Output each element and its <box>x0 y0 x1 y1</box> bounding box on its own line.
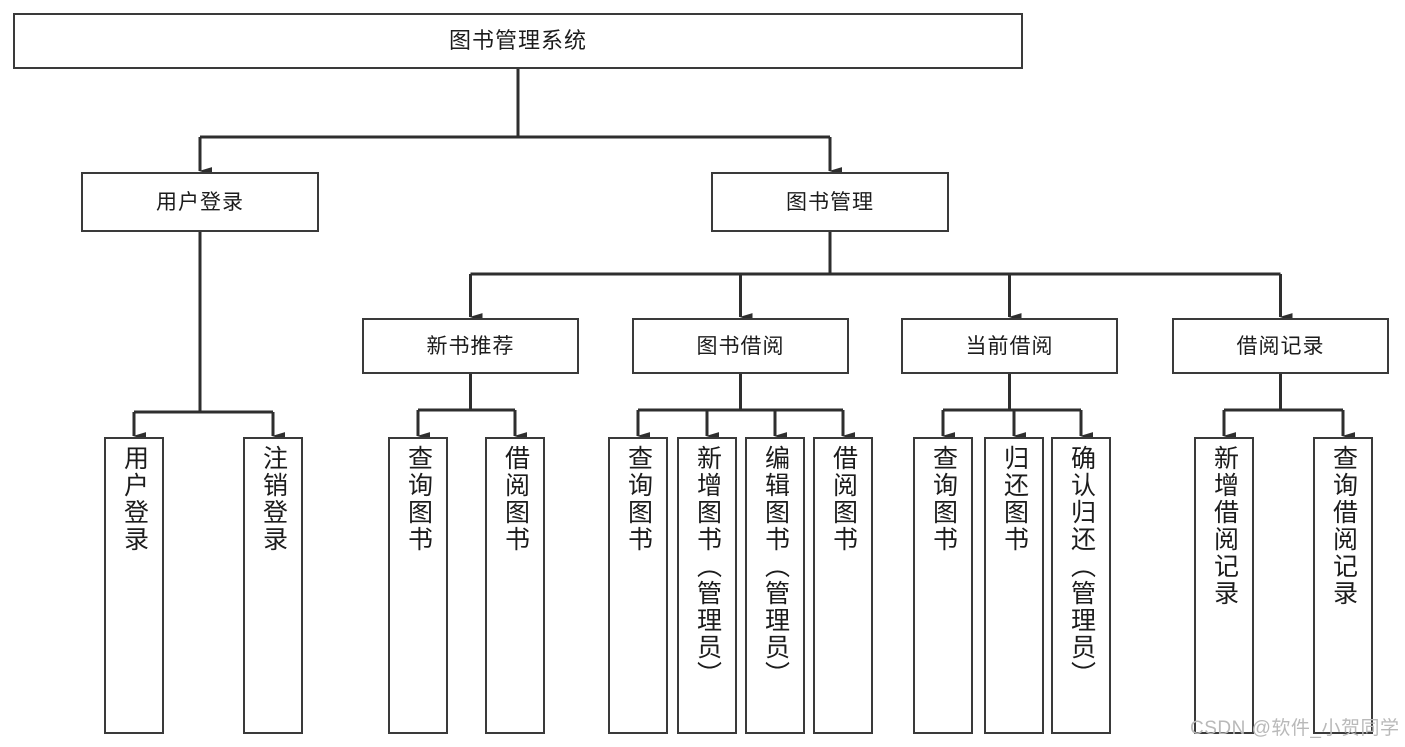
node-label-leaf-rec-query-book: 查询图书 <box>404 445 433 553</box>
node-book-borrow[interactable]: 图书借阅 <box>632 318 849 374</box>
node-label-leaf-cb-confirm-return: 确认归还（管理员） <box>1067 445 1096 688</box>
node-leaf-br-add-record[interactable]: 新增借阅记录 <box>1194 437 1254 734</box>
node-leaf-user-login[interactable]: 用户登录 <box>104 437 164 734</box>
node-label-user-login: 用户登录 <box>156 190 244 214</box>
node-label-leaf-bb-edit-book: 编辑图书（管理员） <box>761 445 790 688</box>
node-label-leaf-bb-query-book: 查询图书 <box>624 445 653 553</box>
node-label-leaf-user-login: 用户登录 <box>120 445 149 553</box>
node-leaf-rec-borrow-book[interactable]: 借阅图书 <box>485 437 545 734</box>
node-leaf-user-logout[interactable]: 注销登录 <box>243 437 303 734</box>
node-label-book-borrow: 图书借阅 <box>696 334 785 358</box>
node-label-leaf-user-logout: 注销登录 <box>259 445 288 553</box>
node-label-leaf-cb-query-book: 查询图书 <box>929 445 958 553</box>
node-label-borrow-record: 借阅记录 <box>1236 334 1325 358</box>
node-label-leaf-cb-return-book: 归还图书 <box>1000 445 1029 553</box>
node-leaf-cb-confirm-return[interactable]: 确认归还（管理员） <box>1051 437 1111 734</box>
node-label-leaf-bb-borrow-book: 借阅图书 <box>829 445 858 553</box>
node-label-leaf-br-query-record: 查询借阅记录 <box>1329 445 1358 607</box>
node-label-book-manage: 图书管理 <box>786 190 874 214</box>
node-leaf-bb-edit-book[interactable]: 编辑图书（管理员） <box>745 437 805 734</box>
node-label-leaf-bb-add-book: 新增图书（管理员） <box>693 445 722 688</box>
node-label-new-book-recommend: 新书推荐 <box>426 334 515 358</box>
node-label-current-borrow: 当前借阅 <box>965 334 1054 358</box>
node-label-root: 图书管理系统 <box>448 28 587 53</box>
node-leaf-bb-borrow-book[interactable]: 借阅图书 <box>813 437 873 734</box>
node-leaf-bb-add-book[interactable]: 新增图书（管理员） <box>677 437 737 734</box>
node-current-borrow[interactable]: 当前借阅 <box>901 318 1118 374</box>
node-new-book-recommend[interactable]: 新书推荐 <box>362 318 579 374</box>
watermark-text: CSDN @软件_小贺同学 <box>1190 718 1400 739</box>
node-label-leaf-br-add-record: 新增借阅记录 <box>1210 445 1239 607</box>
node-leaf-cb-return-book[interactable]: 归还图书 <box>984 437 1044 734</box>
node-leaf-rec-query-book[interactable]: 查询图书 <box>388 437 448 734</box>
node-root[interactable]: 图书管理系统 <box>13 13 1023 69</box>
node-book-manage[interactable]: 图书管理 <box>711 172 949 232</box>
node-label-leaf-rec-borrow-book: 借阅图书 <box>501 445 530 553</box>
node-leaf-br-query-record[interactable]: 查询借阅记录 <box>1313 437 1373 734</box>
node-user-login[interactable]: 用户登录 <box>81 172 319 232</box>
node-leaf-cb-query-book[interactable]: 查询图书 <box>913 437 973 734</box>
node-borrow-record[interactable]: 借阅记录 <box>1172 318 1389 374</box>
node-leaf-bb-query-book[interactable]: 查询图书 <box>608 437 668 734</box>
